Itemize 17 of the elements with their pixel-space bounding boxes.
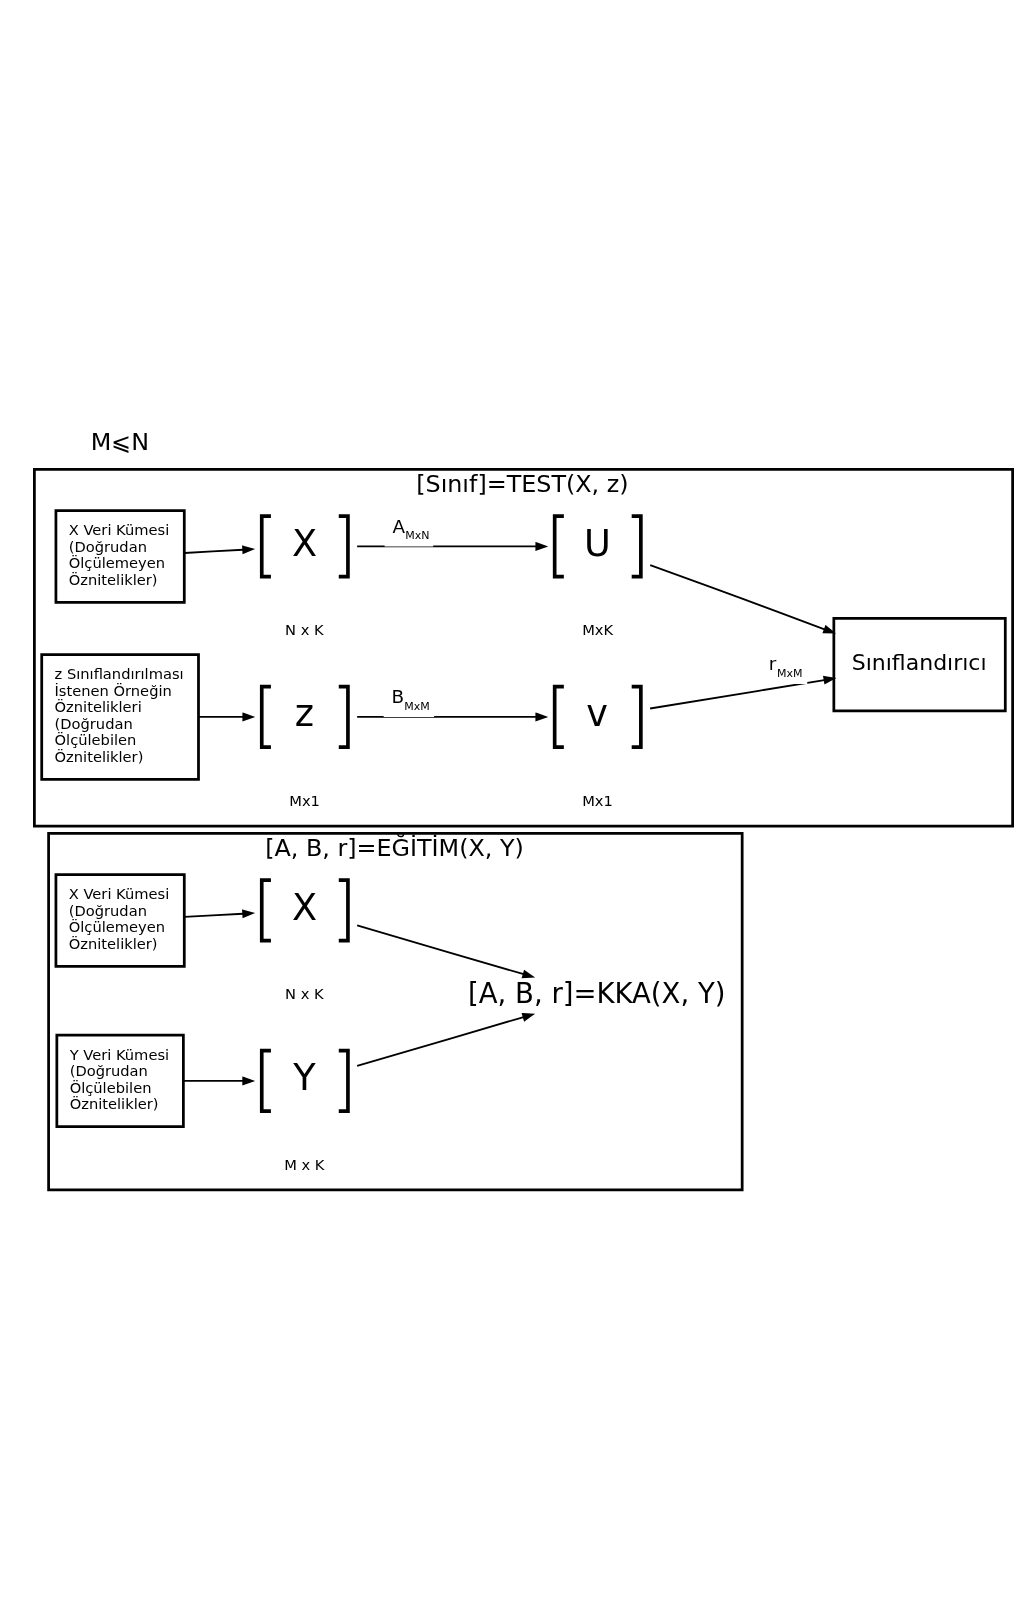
- node-text: z: [294, 691, 315, 735]
- node-label: Mx1: [582, 791, 613, 809]
- node-label: Mx1: [289, 791, 320, 809]
- node-label: N x K: [285, 620, 324, 638]
- edge-label: B$_{MxM}$: [391, 685, 430, 713]
- node-text: v: [586, 691, 609, 735]
- node-text: X: [292, 521, 318, 565]
- edge-label: A$_{MxN}$: [392, 515, 430, 542]
- node-label: M x K: [284, 1155, 325, 1173]
- label: M⩽N: [90, 427, 150, 456]
- node-text: Y: [293, 1055, 316, 1099]
- node-text: U: [584, 521, 611, 565]
- node-label: MxK: [582, 620, 614, 638]
- edge-label: r$_{MxM}$: [768, 652, 803, 680]
- node-label: N x K: [285, 984, 324, 1002]
- node-text: [A, B, r]=KKA(X, Y): [468, 976, 726, 1009]
- node-text: X: [292, 885, 318, 929]
